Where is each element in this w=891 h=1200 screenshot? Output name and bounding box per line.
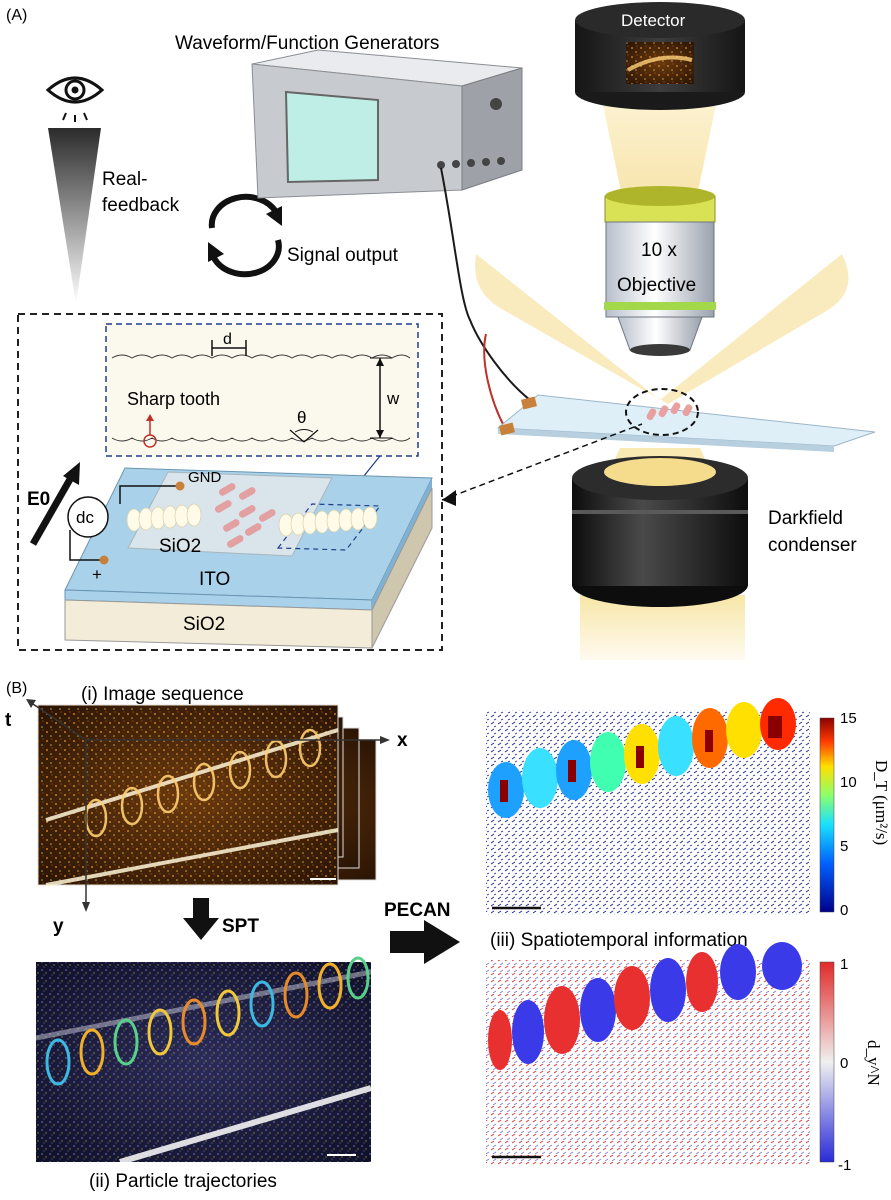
detector xyxy=(575,2,745,110)
e0-label: E0 xyxy=(27,489,50,510)
detector-label: Detector xyxy=(621,11,686,30)
feedback-label-line3: feedback xyxy=(102,195,180,216)
colorbar-diffusion xyxy=(819,717,835,913)
condenser-label-line2: condenser xyxy=(768,535,857,556)
dc-circuit xyxy=(67,485,180,561)
objective xyxy=(604,186,716,356)
electrode-teeth xyxy=(126,503,378,537)
darkfield-condenser xyxy=(572,456,748,607)
spt-label: SPT xyxy=(222,916,259,937)
cycle-arrows-icon xyxy=(208,193,282,278)
dc-label: dc xyxy=(76,508,94,527)
t-axis-label: t xyxy=(5,710,12,731)
spatiotemporal-label: (iii) Spatiotemporal information xyxy=(490,930,748,951)
e-field-arrow xyxy=(29,472,77,546)
condenser-label-line1: Darkfield xyxy=(768,508,843,529)
trajectories-label: (ii) Particle trajectories xyxy=(89,1171,277,1192)
diffusion-map xyxy=(486,698,810,915)
image-sequence-stack xyxy=(37,704,377,887)
eye-icon xyxy=(45,76,105,122)
direction-map xyxy=(486,942,810,1165)
plus-label: + xyxy=(92,565,102,584)
sequence-axes xyxy=(26,699,390,912)
gnd-contact xyxy=(175,481,185,491)
w-label: w xyxy=(386,389,400,408)
feedback-label-line1: Real- xyxy=(102,169,147,190)
colorbar1-tick-5: 5 xyxy=(840,838,848,855)
d-label: d xyxy=(223,331,232,348)
ito-label: ITO xyxy=(199,569,230,590)
gnd-label: GND xyxy=(188,469,222,486)
objective-label-line2: Objective xyxy=(617,275,696,296)
sharp-tooth-label: Sharp tooth xyxy=(127,389,220,409)
substrate-stack xyxy=(64,467,433,649)
panel-b-label: (B) xyxy=(6,680,27,697)
waveform-generator xyxy=(251,49,523,199)
image-sequence-label: (i) Image sequence xyxy=(81,684,244,705)
colorbar-direction xyxy=(819,961,835,1163)
trajectories-image xyxy=(35,956,372,1165)
illumination-cone xyxy=(475,254,849,404)
y-axis-label: y xyxy=(53,916,64,937)
colorbar1-tick-0: 0 xyxy=(840,902,848,919)
sio2-top-label: SiO2 xyxy=(159,536,201,557)
electrode-zoom xyxy=(105,323,419,457)
plus-contact xyxy=(99,555,109,565)
theta-label: θ xyxy=(297,408,306,427)
x-axis-label: x xyxy=(397,730,408,751)
colorbar1-tick-10: 10 xyxy=(840,774,857,791)
colorbar2-title: d_y^N xyxy=(864,1040,883,1086)
e-field-arrow-head xyxy=(63,462,80,485)
colorbar2-tick-1: 1 xyxy=(840,956,848,973)
signal-output-label: Signal output xyxy=(287,245,399,266)
panel-a-label: (A) xyxy=(6,7,27,24)
objective-label-line1: 10 x xyxy=(641,240,677,261)
sample-slide xyxy=(496,388,876,452)
feedback-cone xyxy=(48,128,101,304)
colorbar1-title: D_T (μm²/s) xyxy=(872,760,891,845)
sio2-bottom-label: SiO2 xyxy=(183,614,225,635)
inset-connector-arrow xyxy=(442,490,456,506)
condenser-beam xyxy=(580,595,745,660)
inset-frame xyxy=(17,313,443,651)
colorbar2-tick-minus1: -1 xyxy=(838,1157,851,1174)
right-arrow-icon xyxy=(390,920,460,964)
ground-cable xyxy=(483,333,506,429)
particle-rods xyxy=(214,483,276,548)
inset-connector xyxy=(441,423,643,501)
down-arrow-icon xyxy=(183,898,219,940)
pecan-label: PECAN xyxy=(384,900,451,921)
colorbar2-tick-0: 0 xyxy=(840,1055,848,1072)
signal-cable xyxy=(440,167,531,401)
generator-label: Waveform/Function Generators xyxy=(175,33,439,54)
colorbar1-tick-15: 15 xyxy=(840,710,857,727)
